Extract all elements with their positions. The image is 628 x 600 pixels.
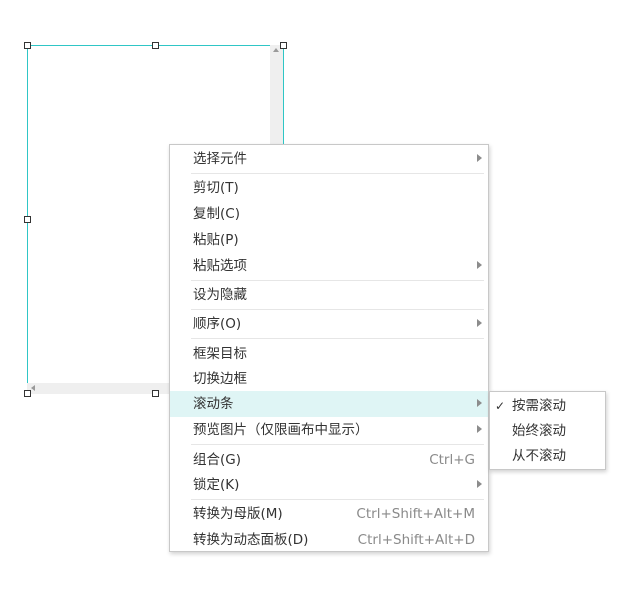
menu-item-frame-target[interactable]: 框架目标	[193, 346, 247, 362]
context-menu: 选择元件 剪切(T) 复制(C) 粘贴(P) 粘贴选项 设为隐藏 顺序(O) 框…	[169, 144, 489, 552]
menu-separator	[191, 173, 484, 174]
submenu-arrow-icon	[477, 399, 482, 407]
menu-item-lock[interactable]: 锁定(K)	[170, 472, 488, 498]
menu-item-preview-image[interactable]: 预览图片（仅限画布中显示）	[170, 417, 488, 443]
resize-handle-bottom[interactable]	[152, 390, 159, 397]
menu-item-convert-to-dynamic-panel[interactable]: 转换为动态面板(D) Ctrl+Shift+Alt+D	[193, 532, 475, 548]
submenu-arrow-icon	[477, 480, 482, 488]
menu-item-cut[interactable]: 剪切(T)	[193, 180, 239, 196]
menu-item-copy[interactable]: 复制(C)	[193, 206, 240, 222]
menu-item-toggle-border[interactable]: 切换边框	[193, 371, 247, 387]
resize-handle-left[interactable]	[24, 216, 31, 223]
check-mark-icon: ✓	[495, 399, 506, 413]
submenu-item-scroll-as-needed[interactable]: ✓ 按需滚动	[490, 393, 605, 419]
submenu-item-always-scroll[interactable]: 始终滚动	[512, 423, 566, 439]
menu-item-paste[interactable]: 粘贴(P)	[193, 232, 239, 248]
menu-separator	[191, 309, 484, 310]
submenu-arrow-icon	[477, 319, 482, 327]
menu-item-order[interactable]: 顺序(O)	[170, 311, 488, 337]
submenu-arrow-icon	[477, 425, 482, 433]
menu-item-select-widget[interactable]: 选择元件	[170, 146, 488, 172]
widget-horizontal-scrollbar[interactable]	[27, 383, 270, 394]
menu-separator	[191, 280, 484, 281]
scroll-up-arrow-icon[interactable]	[273, 48, 279, 52]
resize-handle-top-left[interactable]	[24, 42, 31, 49]
menu-item-convert-to-master[interactable]: 转换为母版(M) Ctrl+Shift+Alt+M	[193, 506, 475, 522]
menu-item-group[interactable]: 组合(G) Ctrl+G	[193, 452, 475, 468]
menu-item-set-hidden[interactable]: 设为隐藏	[193, 287, 247, 303]
menu-separator	[191, 499, 484, 500]
submenu-item-never-scroll[interactable]: 从不滚动	[512, 448, 566, 464]
scroll-left-arrow-icon[interactable]	[31, 385, 35, 391]
resize-handle-bottom-left[interactable]	[24, 390, 31, 397]
menu-item-paste-options[interactable]: 粘贴选项	[170, 253, 488, 279]
scrollbar-submenu: ✓ 按需滚动 始终滚动 从不滚动	[489, 391, 606, 470]
resize-handle-top-right[interactable]	[280, 42, 287, 49]
submenu-arrow-icon	[477, 261, 482, 269]
menu-item-scrollbars[interactable]: 滚动条	[170, 391, 488, 417]
submenu-arrow-icon	[477, 154, 482, 162]
menu-separator	[191, 444, 484, 445]
menu-separator	[191, 338, 484, 339]
resize-handle-top[interactable]	[152, 42, 159, 49]
